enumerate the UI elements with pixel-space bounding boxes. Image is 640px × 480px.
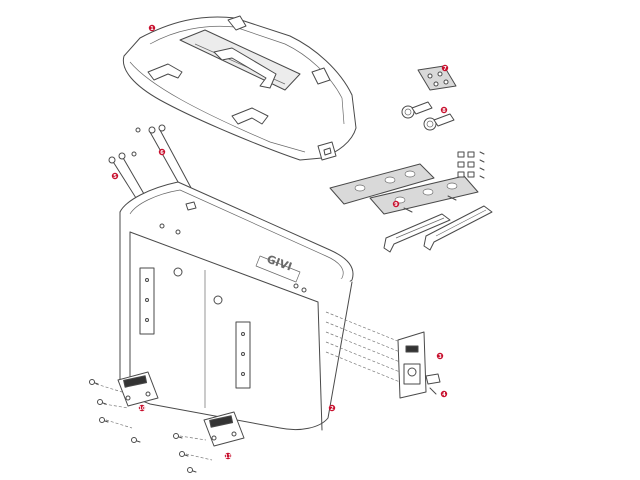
callout-latch-pins: 8: [440, 106, 448, 114]
callout-gasket-strips: 9: [392, 200, 400, 208]
callout-number: 1: [150, 26, 154, 32]
mount-bracket-lower-left-part: [117, 371, 159, 407]
callout-number: 6: [160, 150, 164, 156]
callout-number: 4: [442, 392, 446, 398]
screws: [89, 379, 197, 473]
mount-bracket-lower-right-part: [203, 411, 245, 447]
rails-part: [383, 195, 493, 253]
container-part: [119, 181, 354, 431]
callout-lid-tether-left: 5: [111, 172, 119, 180]
small-hardware-part: [457, 151, 485, 179]
callout-container: 2: [328, 404, 336, 412]
callout-mount-bracket-lower-left: 10: [139, 404, 146, 412]
callout-lock-assembly: 3: [436, 352, 444, 360]
latch-pins-part: [401, 101, 455, 131]
alignment-lines: [95, 311, 401, 461]
latch-plate-part: [417, 65, 457, 91]
callout-lock-key: 4: [440, 390, 448, 398]
callout-number: 5: [113, 174, 117, 180]
callout-latch-plate: 7: [441, 64, 449, 72]
gasket-strips-part: [329, 163, 479, 215]
callout-lid: 1: [148, 24, 156, 32]
callout-number: 9: [394, 202, 398, 208]
lid-part: [122, 15, 357, 161]
callout-number: 3: [438, 354, 442, 360]
callout-mount-bracket-lower-right: 11: [225, 452, 232, 460]
lock-assembly-part: [397, 331, 441, 399]
callout-number: 8: [442, 108, 446, 114]
callout-number: 7: [443, 66, 447, 72]
callout-lid-tether-right: 6: [158, 148, 166, 156]
callout-number: 11: [225, 454, 232, 460]
callout-number: 10: [139, 406, 146, 412]
callout-number: 2: [330, 406, 334, 412]
